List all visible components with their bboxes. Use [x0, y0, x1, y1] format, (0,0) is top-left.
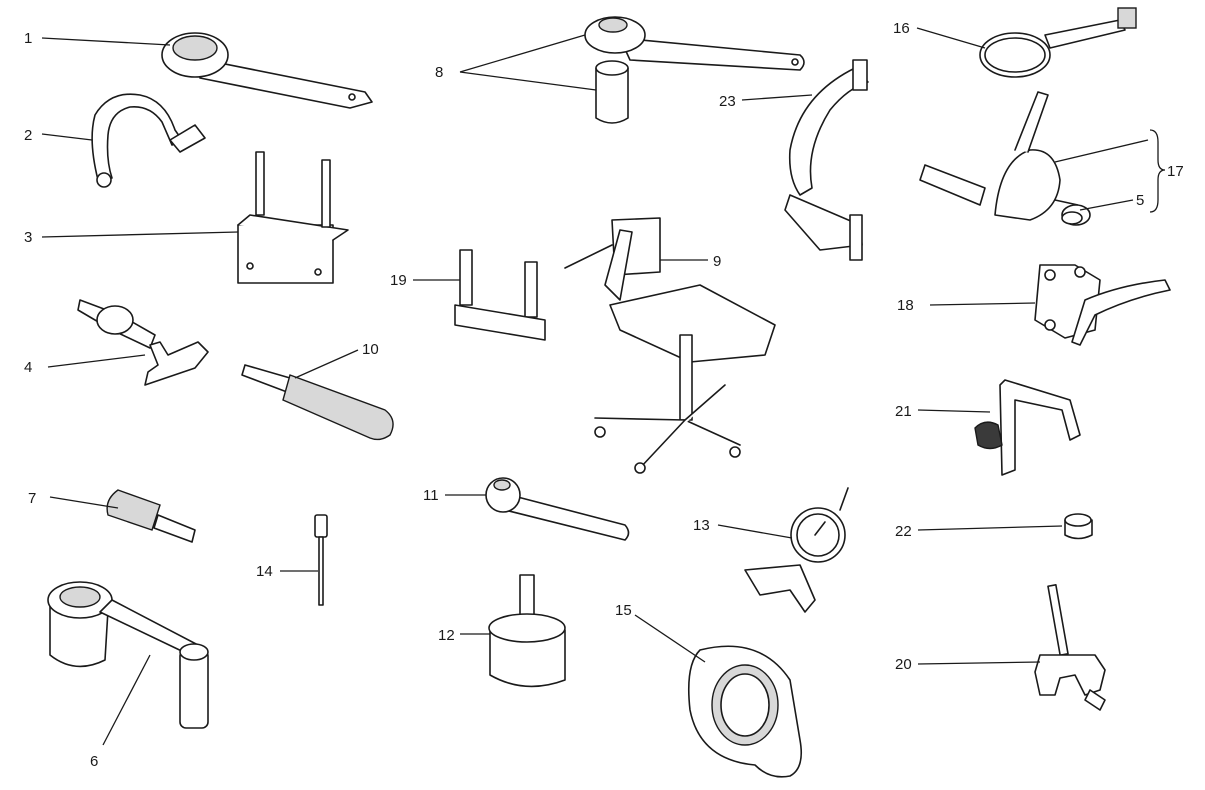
callout-16: 16: [893, 20, 910, 37]
callout-17: 17: [1167, 163, 1184, 180]
callout-20: 20: [895, 656, 912, 673]
callout-9: 9: [713, 253, 721, 270]
tool-6-socket-handle: [47, 581, 209, 729]
leader-lines: [41, 27, 1166, 746]
tool-19-frame: [454, 249, 546, 341]
tool-17-puller-assembly: [919, 91, 1091, 226]
tool-12-puller: [488, 574, 566, 688]
callout-12: 12: [438, 627, 455, 644]
tool-18-puller-plate: [1034, 264, 1171, 346]
callout-13: 13: [693, 517, 710, 534]
callout-19: 19: [390, 272, 407, 289]
tool-8-socket-wrench: [584, 16, 805, 124]
tool-5-washer: [1061, 211, 1083, 225]
tool-22-bush: [1064, 513, 1093, 540]
callout-labels: 1 2 3 4 5 6 7 8 9 10 11 12 13 14 15 16 1…: [24, 20, 1184, 770]
callout-4: 4: [24, 359, 32, 376]
callout-6: 6: [90, 753, 98, 770]
tool-16-strap-wrench: [979, 7, 1137, 78]
tool-9-engine-stand: [564, 217, 776, 474]
tool-10-knurled-driver: [241, 364, 394, 441]
tool-11-spanner: [485, 477, 630, 541]
tool-20-fork-tool: [1034, 584, 1106, 711]
tool-2-hook-tool: [91, 93, 206, 188]
tool-3-stud-bracket: [237, 151, 349, 284]
callout-2: 2: [24, 127, 32, 144]
callout-10: 10: [362, 341, 379, 358]
tool-1-ring-spanner: [161, 32, 373, 109]
callout-22: 22: [895, 523, 912, 540]
callout-8: 8: [435, 64, 443, 81]
tool-21-bracket: [974, 379, 1081, 476]
tool-4-t-handle: [77, 299, 209, 386]
tool-13-dial-gauge: [744, 487, 849, 613]
callout-1: 1: [24, 30, 32, 47]
callout-21: 21: [895, 403, 912, 420]
callout-14: 14: [256, 563, 273, 580]
callout-18: 18: [897, 297, 914, 314]
callout-11: 11: [423, 487, 439, 504]
callout-23: 23: [719, 93, 736, 110]
callout-3: 3: [24, 229, 32, 246]
tool-15-ring-plate: [687, 645, 803, 778]
callout-5: 5: [1136, 192, 1144, 209]
tool-14-pin: [314, 514, 328, 606]
callout-15: 15: [615, 602, 632, 619]
callout-7: 7: [28, 490, 36, 507]
tool-7-knurled-pin: [106, 489, 196, 543]
tool-23-curved-bracket: [784, 59, 869, 261]
